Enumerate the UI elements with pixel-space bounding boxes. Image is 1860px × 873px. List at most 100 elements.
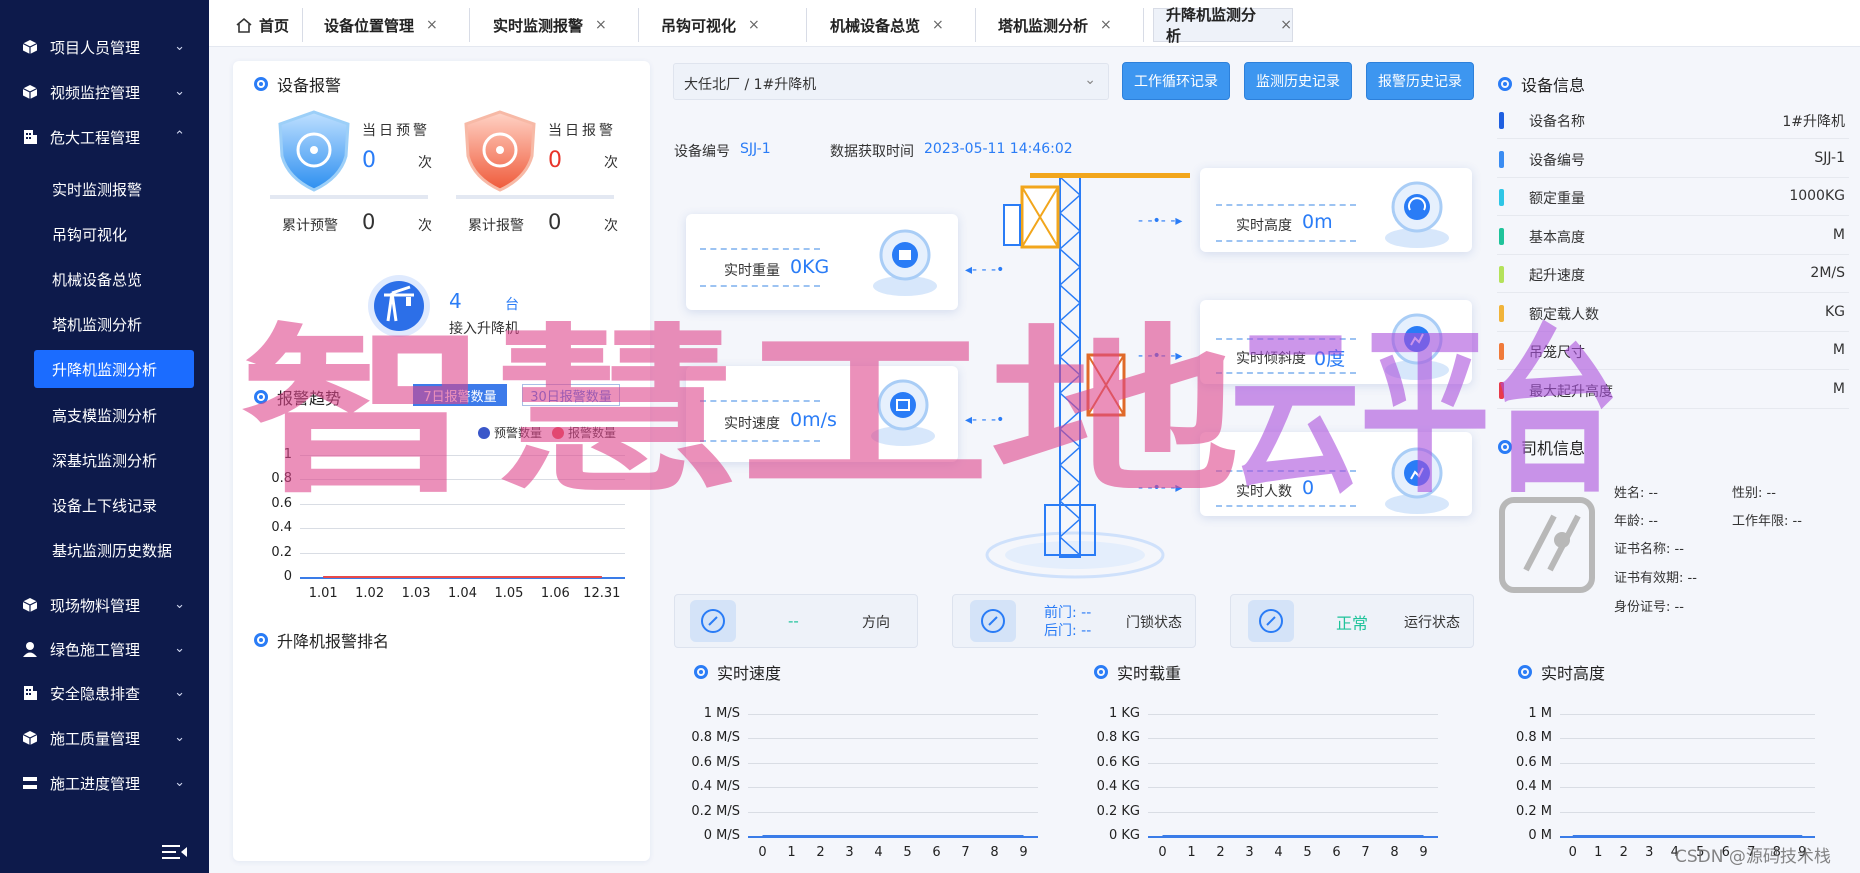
sidebar-item[interactable]: 吊钩可视化: [52, 225, 128, 244]
sidebar-item[interactable]: 机械设备总览: [52, 270, 143, 289]
arrow-right-icon: - -•- -▸: [1138, 480, 1183, 496]
y-tick-label: 0.8 KG: [1096, 730, 1140, 746]
y-tick-label: 1: [283, 447, 292, 462]
weight-icon: [868, 228, 942, 300]
info-value: KG: [1824, 303, 1845, 320]
sidebar-group[interactable]: 现场物料管理⌄: [0, 584, 209, 626]
device-select[interactable]: 大任北厂 / 1#升降机 ⌄: [673, 63, 1109, 100]
close-icon[interactable]: ×: [426, 17, 438, 33]
sidebar-item[interactable]: 实时监测报警: [52, 180, 143, 199]
sidebar-group[interactable]: 安全隐患排查⌄: [0, 672, 209, 714]
driver-info-title-text: 司机信息: [1521, 439, 1586, 458]
close-icon[interactable]: ×: [932, 17, 944, 33]
tab[interactable]: 塔机监测分析 ×: [986, 8, 1144, 42]
sidebar-group[interactable]: 项目人员管理⌄: [0, 26, 209, 68]
device-info-title-text: 设备信息: [1521, 76, 1586, 95]
info-label: 基本高度: [1529, 229, 1585, 246]
direction-label: 方向: [862, 615, 890, 631]
chevron-icon: ⌄: [174, 775, 185, 790]
info-label: 额定载人数: [1529, 306, 1599, 323]
total-warning-label: 累计预警: [282, 218, 338, 234]
tab-label: 塔机监测分析: [998, 16, 1089, 35]
driver-name: 姓名: --: [1614, 486, 1658, 501]
grid-line: [1148, 811, 1438, 813]
tab-label: 设备位置管理: [324, 16, 415, 35]
dash-line: [1216, 372, 1356, 374]
sidebar-item[interactable]: 塔机监测分析: [52, 315, 143, 334]
info-value: M: [1832, 342, 1845, 358]
close-icon[interactable]: ×: [595, 17, 607, 33]
tab[interactable]: 升降机监测分析×: [1153, 6, 1293, 45]
sidebar-group-label: 施工质量管理: [50, 729, 141, 748]
close-icon[interactable]: ×: [1280, 17, 1292, 33]
divider: [456, 195, 614, 199]
sidebar-item[interactable]: 基坑监测历史数据: [52, 541, 173, 560]
arrow-left-icon: ◂- - -•: [965, 412, 1005, 428]
sidebar-group[interactable]: 施工进度管理⌄: [0, 762, 209, 804]
y-tick-label: 0.2 KG: [1096, 803, 1140, 819]
alarm-history-button[interactable]: 报警历史记录: [1366, 62, 1474, 100]
tab[interactable]: 机械设备总览×: [818, 8, 976, 42]
device-select-value: 大任北厂 / 1#升降机: [684, 77, 817, 93]
sidebar-group[interactable]: 危大工程管理⌃: [0, 116, 209, 158]
direction-value: --: [788, 612, 799, 630]
grid-line: [300, 552, 625, 554]
close-icon[interactable]: ×: [748, 17, 760, 33]
y-tick-label: 0: [283, 569, 292, 584]
color-bar: [1499, 189, 1504, 206]
sidebar-item[interactable]: 深基坑监测分析: [52, 451, 158, 470]
x-tick-label: 4: [1670, 845, 1679, 860]
tab[interactable]: 吊钩可视化×: [649, 8, 807, 42]
series-layer: [1162, 835, 1424, 837]
x-tick-label: 4: [874, 845, 883, 860]
sidebar-group[interactable]: 施工质量管理⌄: [0, 717, 209, 759]
x-tick-label: 5: [1303, 845, 1312, 860]
chart-tilt-icon: [1380, 312, 1454, 384]
x-tick-label: 4: [1274, 845, 1283, 860]
y-tick-label: 0.6 M/S: [691, 754, 740, 770]
y-tick-label: 0.8 M: [1515, 730, 1552, 746]
y-tick-label: 0.6 KG: [1096, 754, 1140, 770]
gauge-icon: [1380, 180, 1454, 252]
sidebar-item[interactable]: 设备上下线记录: [52, 496, 158, 515]
y-tick-label: 0.2 M/S: [691, 803, 740, 819]
sidebar-item[interactable]: 高支模监测分析: [52, 406, 158, 425]
work-cycle-button[interactable]: 工作循环记录: [1122, 62, 1230, 100]
sidebar-group[interactable]: 绿色施工管理⌄: [0, 628, 209, 670]
arrow-right-icon: - -•- -▸: [1138, 213, 1183, 229]
tab[interactable]: 实时监测报警×: [481, 8, 639, 42]
x-tick-label: 2: [816, 845, 825, 860]
y-tick-label: 0.2 M: [1515, 803, 1552, 819]
info-label: 设备编号: [1529, 152, 1585, 169]
trend-section-title: 报警趋势: [254, 385, 341, 409]
info-label: 最大起升高度: [1529, 383, 1613, 400]
sidebar-group-label: 项目人员管理: [50, 38, 141, 57]
today-alarm-value: 0: [548, 148, 562, 173]
grid-line: [1560, 738, 1815, 740]
monitor-history-button[interactable]: 监测历史记录: [1244, 62, 1352, 100]
tab[interactable]: 设备位置管理 ×: [312, 8, 470, 42]
series-layer: [323, 576, 602, 578]
sidebar-item[interactable]: 升降机监测分析: [34, 350, 194, 388]
height-label: 实时高度: [1236, 218, 1292, 234]
info-label: 设备名称: [1529, 114, 1585, 130]
today-alarm-label: 当日报警: [548, 123, 616, 139]
chevron-icon: ⌄: [174, 641, 185, 656]
series-layer: [762, 835, 1024, 837]
btn-30day[interactable]: 30日报警数量: [522, 384, 620, 406]
tab[interactable]: 首页: [223, 8, 303, 42]
sidebar-group[interactable]: 视频监控管理⌄: [0, 71, 209, 113]
menu-collapse-icon[interactable]: [162, 843, 188, 861]
grid-line: [1148, 762, 1438, 764]
x-tick-label: 0: [758, 845, 767, 860]
target-icon: [254, 633, 268, 647]
close-icon[interactable]: ×: [1100, 17, 1112, 33]
btn-7day[interactable]: 7日报警数量: [413, 384, 507, 406]
driver-cert-valid: 证书有效期: --: [1614, 571, 1697, 586]
info-value: M: [1832, 226, 1845, 243]
back-door-value: 后门: --: [1044, 623, 1092, 639]
dash-line: [700, 248, 820, 250]
total-alarm-value: 0: [548, 210, 562, 234]
info-label: 额定重量: [1529, 191, 1585, 207]
